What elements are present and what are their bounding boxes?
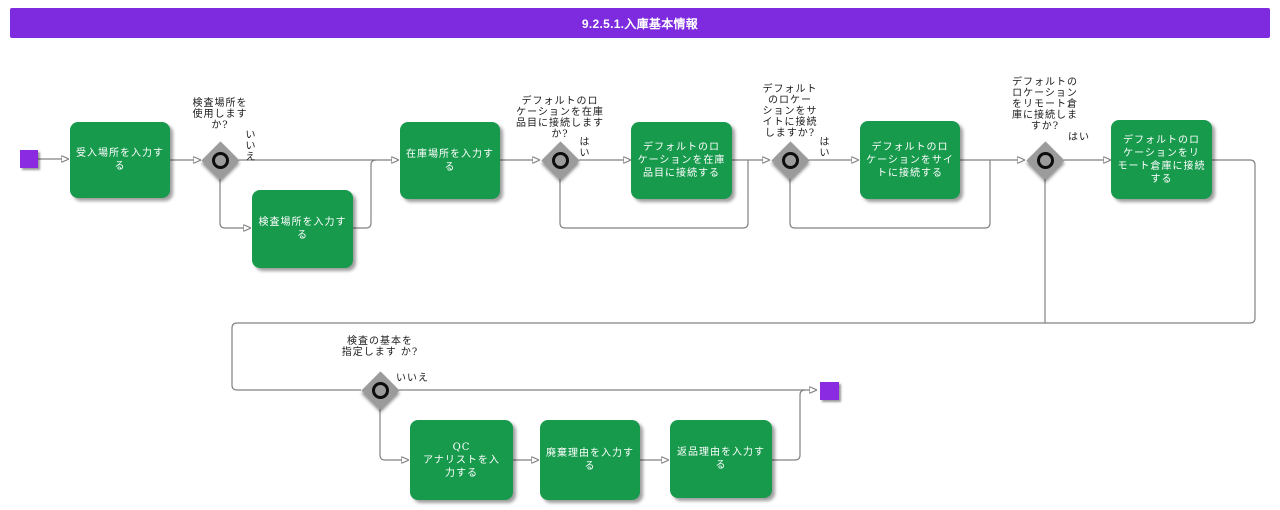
end-node[interactable]	[820, 382, 839, 400]
gateway-circle-icon	[211, 151, 229, 169]
edge-gw5-yes-to-qc	[379, 409, 402, 460]
task-label: デフォルトのロ ケーションを在庫 品目に接続する	[637, 142, 726, 179]
gateway-connect-location-to-item[interactable]	[540, 140, 580, 180]
start-node[interactable]	[20, 150, 38, 168]
task-enter-receiving-location[interactable]: 受入場所を入力す る	[70, 122, 170, 198]
gateway-connect-location-to-remote[interactable]	[1025, 140, 1065, 180]
branch-label-no: い い え	[245, 130, 257, 163]
edge-inspection-merge	[353, 159, 377, 229]
gateway-circle-icon	[781, 151, 799, 169]
question-use-inspection-location: 検査場所を 使用します か?	[192, 98, 248, 131]
gateway-use-inspection-location[interactable]	[200, 140, 240, 180]
page-title: 9.2.5.1.入庫基本情報	[10, 8, 1270, 38]
task-connect-default-location-to-remote[interactable]: デフォルトのロ ケーションをリ モート倉庫に接続 する	[1111, 120, 1212, 199]
edge-remote-return-to-gw5	[231, 159, 1256, 391]
gateway-circle-icon	[551, 151, 569, 169]
task-enter-stock-location[interactable]: 在庫場所を入力す る	[400, 122, 500, 199]
task-label: 返品理由を入力す る	[677, 447, 765, 471]
task-enter-qc-analyst[interactable]: QC アナリストを入 力する	[410, 420, 513, 500]
edge-gw3-no-bypass	[789, 160, 991, 229]
task-enter-disposal-reason[interactable]: 廃棄理由を入力す る	[540, 420, 640, 500]
task-label: デフォルトのロ ケーションをサイ トに接続する	[866, 141, 954, 179]
edge-return-to-end-merge	[772, 389, 806, 461]
branch-label-yes: は い	[579, 137, 591, 159]
task-label: 在庫場所を入力す る	[406, 148, 494, 173]
task-label: 検査場所を入力す る	[258, 217, 347, 241]
task-label: QC アナリストを入 力する	[423, 441, 500, 479]
edge-gw2-no-bypass	[559, 160, 749, 229]
branch-label-yes: はい	[1068, 132, 1090, 143]
gateway-connect-location-to-site[interactable]	[770, 140, 810, 180]
task-label: 受入場所を入力す る	[76, 148, 164, 172]
question-connect-location-to-item: デフォルトのロ ケーションを在庫 品目に接続します か?	[516, 96, 604, 140]
task-enter-return-reason[interactable]: 返品理由を入力す る	[670, 420, 772, 498]
task-connect-default-location-to-item[interactable]: デフォルトのロ ケーションを在庫 品目に接続する	[631, 122, 732, 199]
task-connect-default-location-to-site[interactable]: デフォルトのロ ケーションをサイ トに接続する	[860, 121, 960, 199]
question-connect-location-to-site: デフォルト のロケー ションをサ イトに接続 しますか?	[762, 84, 818, 139]
question-connect-location-to-remote: デフォルトの ロケーション をリモート倉 庫に接続しま すか?	[1012, 77, 1078, 132]
gateway-circle-icon	[371, 381, 389, 399]
edge-gw1-yes-to-inspection	[219, 179, 244, 228]
gateway-specify-inspection-basics[interactable]	[360, 370, 400, 410]
task-enter-inspection-location[interactable]: 検査場所を入力す る	[252, 190, 353, 268]
gateway-circle-icon	[1036, 151, 1054, 169]
branch-label-no: いいえ	[396, 373, 429, 384]
task-label: デフォルトのロ ケーションをリ モート倉庫に接続 する	[1117, 134, 1206, 185]
task-label: 廃棄理由を入力す る	[546, 448, 634, 472]
question-specify-inspection-basics: 検査の基本を 指定します か?	[341, 336, 419, 358]
branch-label-yes: は い	[819, 137, 831, 159]
